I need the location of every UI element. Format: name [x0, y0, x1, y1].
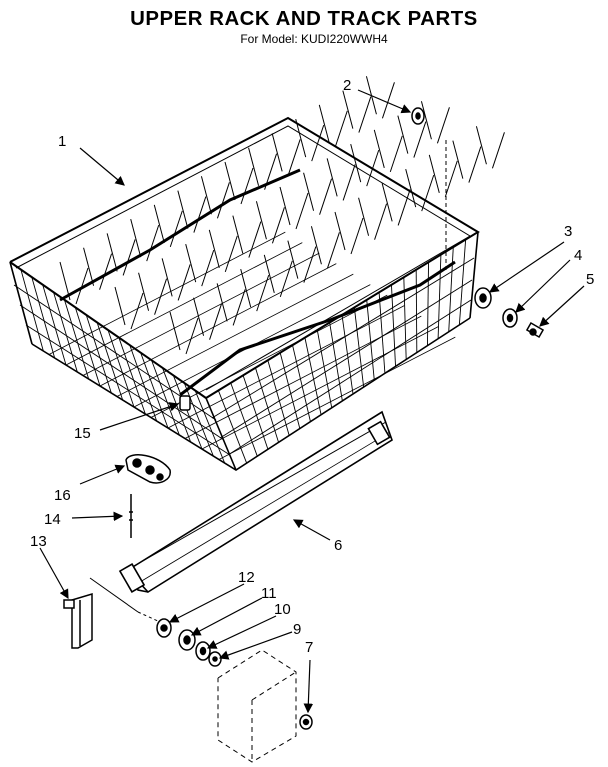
callout-4: 4: [574, 247, 582, 264]
callout-12: 12: [238, 569, 255, 586]
callout-1: 1: [58, 133, 66, 150]
rack-wheel-assembly: [474, 287, 545, 338]
track-part: [118, 410, 393, 594]
callout-3: 3: [564, 223, 572, 240]
leader-lines: [39, 89, 585, 714]
adjuster-part: [125, 454, 171, 484]
stop-cap: [411, 107, 425, 125]
model-subtitle: For Model: KUDI220WWH4: [240, 32, 388, 46]
callout-10: 10: [274, 601, 291, 618]
pin-part: [129, 494, 133, 538]
callout-6: 6: [334, 537, 342, 554]
upper-rack: [9, 76, 505, 471]
callout-16: 16: [54, 487, 71, 504]
callout-14: 14: [44, 511, 61, 528]
callout-labels: 1 2 3 4 5 6 7 9 10 11 12 13 14 15 16: [30, 77, 594, 656]
callout-9: 9: [293, 621, 301, 638]
callout-11: 11: [261, 585, 277, 602]
screw-part-7: [299, 714, 313, 730]
callout-15: 15: [74, 425, 91, 442]
mounting-bracket-outline: [217, 649, 297, 763]
callout-2: 2: [343, 77, 351, 94]
callout-7: 7: [305, 639, 313, 656]
clip-part: [179, 395, 191, 411]
track-wheel-assembly: [156, 618, 222, 667]
page-title: UPPER RACK AND TRACK PARTS: [130, 8, 478, 30]
callout-5: 5: [586, 271, 594, 288]
track-stop-part: [63, 592, 93, 649]
callout-13: 13: [30, 533, 47, 550]
